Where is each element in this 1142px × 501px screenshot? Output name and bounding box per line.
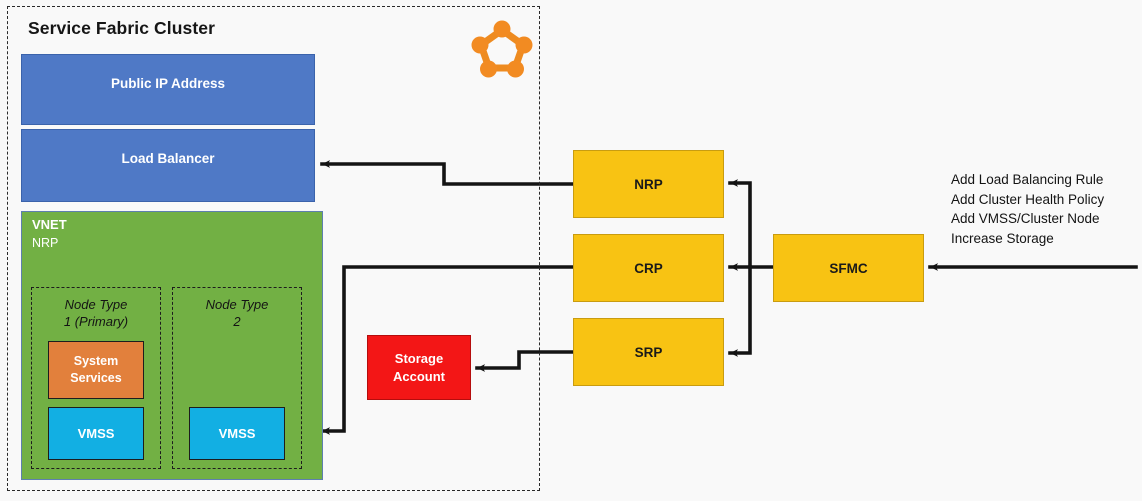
- nrp-box[interactable]: NRP: [573, 150, 724, 218]
- action-item: Add Cluster Health Policy: [951, 191, 1105, 207]
- load-balancer-label: Load Balancer: [121, 151, 215, 166]
- action-item: Add VMSS/Cluster Node: [951, 211, 1100, 227]
- system-services-box[interactable]: System Services: [48, 341, 144, 399]
- srp-box[interactable]: SRP: [573, 318, 724, 386]
- action-item: Add Load Balancing Rule: [951, 172, 1104, 187]
- cluster-boundary: [7, 6, 540, 491]
- load-balancer-box[interactable]: Load Balancer: [21, 129, 315, 202]
- node-type-2-label: Node Type 2: [205, 297, 269, 329]
- public-ip-address-box[interactable]: Public IP Address: [21, 54, 315, 125]
- vmss-node-type-2-box[interactable]: VMSS: [189, 407, 285, 460]
- vnet-subtitle: NRP: [32, 236, 59, 250]
- action-item: Increase Storage: [951, 230, 1054, 246]
- actions-list: Add Load Balancing Rule Add Cluster Heal…: [951, 170, 1141, 248]
- arrow-sfmc-to-srp: [728, 265, 752, 357]
- node-type-1-label: Node Type 1 (Primary): [63, 297, 129, 329]
- vmss-node-type-1-box[interactable]: VMSS: [48, 407, 144, 460]
- storage-account-box[interactable]: Storage Account: [367, 335, 471, 400]
- sfmc-box[interactable]: SFMC: [773, 234, 924, 302]
- public-ip-address-label: Public IP Address: [110, 76, 226, 91]
- node-type-1-box[interactable]: Node Type 1 (Primary): [31, 287, 161, 469]
- cluster-title: Service Fabric Cluster: [28, 18, 216, 38]
- node-type-2-box[interactable]: Node Type 2: [172, 287, 302, 469]
- crp-box[interactable]: CRP: [573, 234, 724, 302]
- vnet-title: VNET: [32, 217, 67, 232]
- service-fabric-logo-icon: [470, 18, 534, 78]
- arrow-sfmc-to-nrp: [728, 179, 752, 269]
